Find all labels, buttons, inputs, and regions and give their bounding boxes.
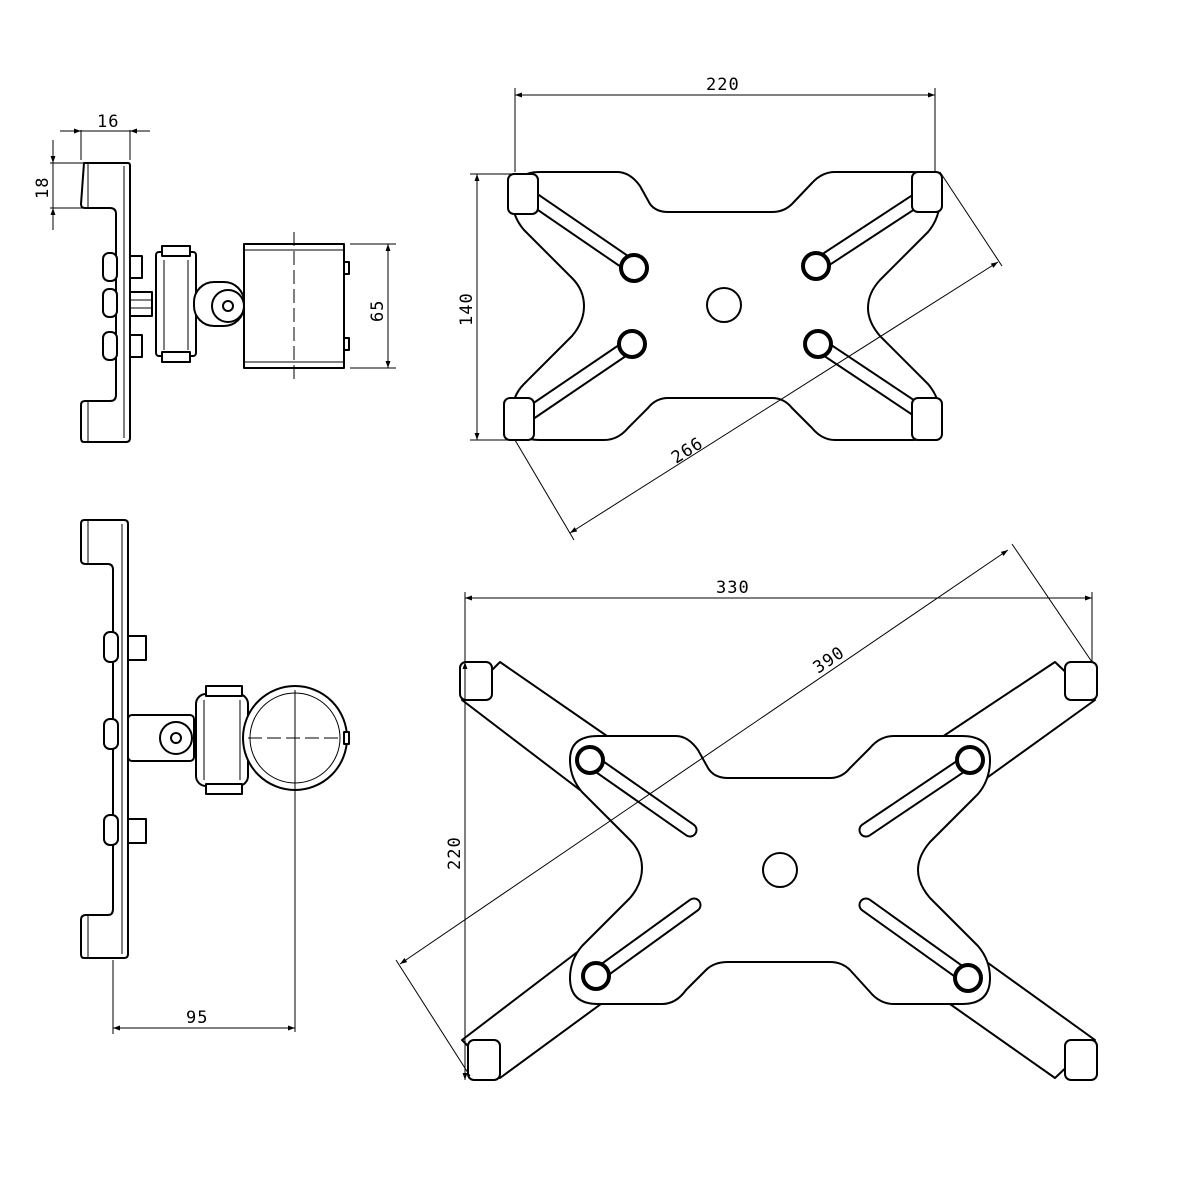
dim-label-220-bottom: 220 bbox=[445, 836, 465, 870]
knob bbox=[619, 253, 649, 283]
dim-side-lip: 18 bbox=[33, 140, 84, 230]
dim-top-width: 220 bbox=[514, 75, 936, 172]
front-view-large: 330 220 390 bbox=[395, 543, 1098, 1081]
pole-clamp-ring bbox=[242, 685, 350, 1032]
front-view-small: 220 140 266 bbox=[457, 75, 1003, 541]
side-view-large: 95 bbox=[80, 519, 350, 1034]
bolts-large bbox=[103, 631, 147, 846]
knob bbox=[803, 329, 833, 359]
center-hole bbox=[706, 287, 742, 323]
dim-label-18: 18 bbox=[33, 177, 53, 199]
dim-label-16: 16 bbox=[97, 112, 119, 132]
dim-label-266: 266 bbox=[668, 433, 707, 468]
dim-label-330: 330 bbox=[716, 578, 750, 598]
dim-label-65: 65 bbox=[368, 300, 388, 322]
knob bbox=[955, 745, 985, 775]
dim-clamp-height: 65 bbox=[350, 243, 396, 369]
dim-label-140: 140 bbox=[457, 292, 477, 326]
pole-clamp bbox=[243, 232, 350, 380]
dim-bottom-width: 330 bbox=[464, 578, 1093, 662]
bolt-heads bbox=[102, 252, 153, 361]
center-hole-large bbox=[762, 852, 798, 888]
side-view-small: 16 18 65 bbox=[33, 112, 396, 443]
hinge-block bbox=[155, 245, 245, 363]
hinge-large bbox=[127, 685, 249, 795]
dim-side-thickness: 16 bbox=[60, 112, 150, 160]
plate-profile bbox=[80, 162, 131, 443]
knob bbox=[581, 961, 611, 991]
plate-profile-large bbox=[80, 519, 129, 959]
dim-label-95: 95 bbox=[186, 1008, 208, 1028]
dim-label-220-top: 220 bbox=[706, 75, 740, 95]
dim-top-height: 140 bbox=[457, 173, 512, 441]
dim-clamp-offset: 95 bbox=[112, 960, 295, 1034]
knob bbox=[953, 963, 983, 993]
knob bbox=[617, 329, 647, 359]
knob bbox=[575, 745, 605, 775]
knob bbox=[801, 251, 831, 281]
dim-label-390: 390 bbox=[810, 643, 849, 678]
dim-bottom-height: 220 bbox=[445, 662, 468, 1080]
